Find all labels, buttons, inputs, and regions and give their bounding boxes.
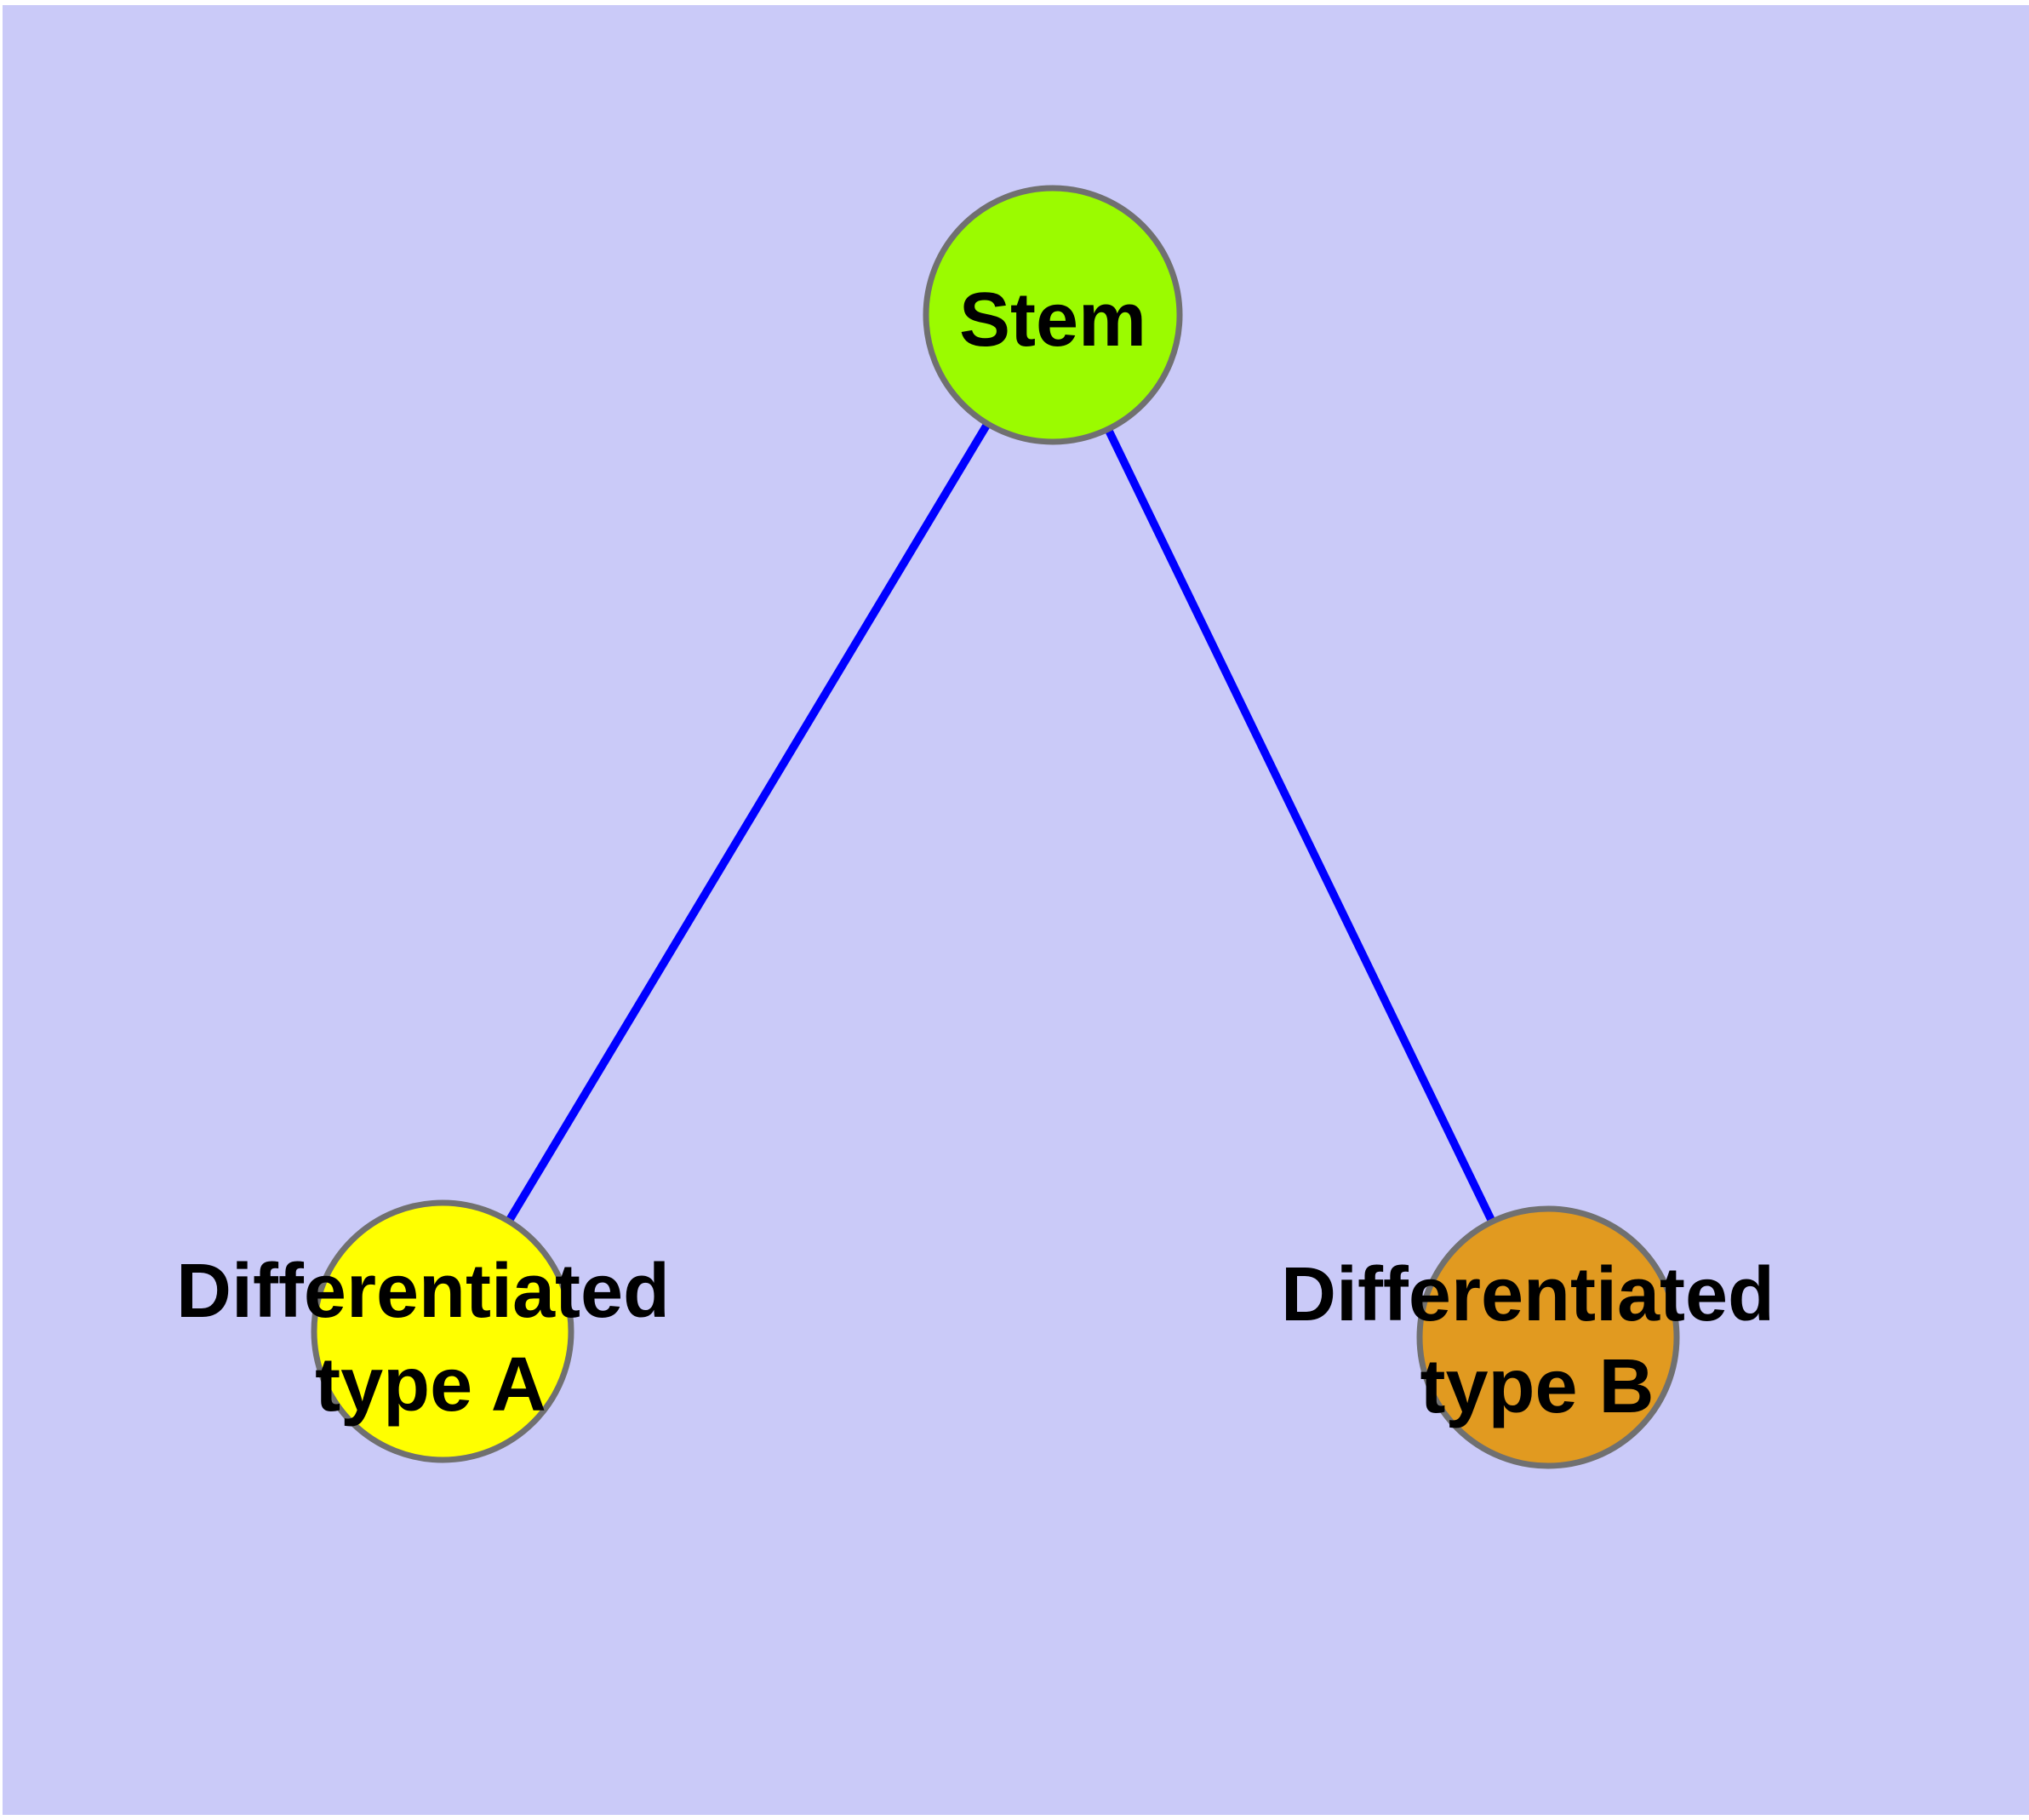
node-stem-label: Stem xyxy=(959,278,1146,363)
edge-stem-to-type-b xyxy=(1049,312,1552,1340)
node-stem xyxy=(923,185,1183,445)
node-differentiated-type-a xyxy=(311,1199,574,1463)
node-type-a-label-line1: Differentiated xyxy=(176,1249,670,1334)
edge-stem-to-type-a xyxy=(438,312,1057,1334)
node-type-a-label-line2: type A xyxy=(315,1342,546,1428)
node-type-b-label-line1: Differentiated xyxy=(1281,1252,1775,1337)
node-differentiated-type-b xyxy=(1416,1205,1680,1469)
node-type-b-label-line2: type B xyxy=(1420,1344,1654,1429)
